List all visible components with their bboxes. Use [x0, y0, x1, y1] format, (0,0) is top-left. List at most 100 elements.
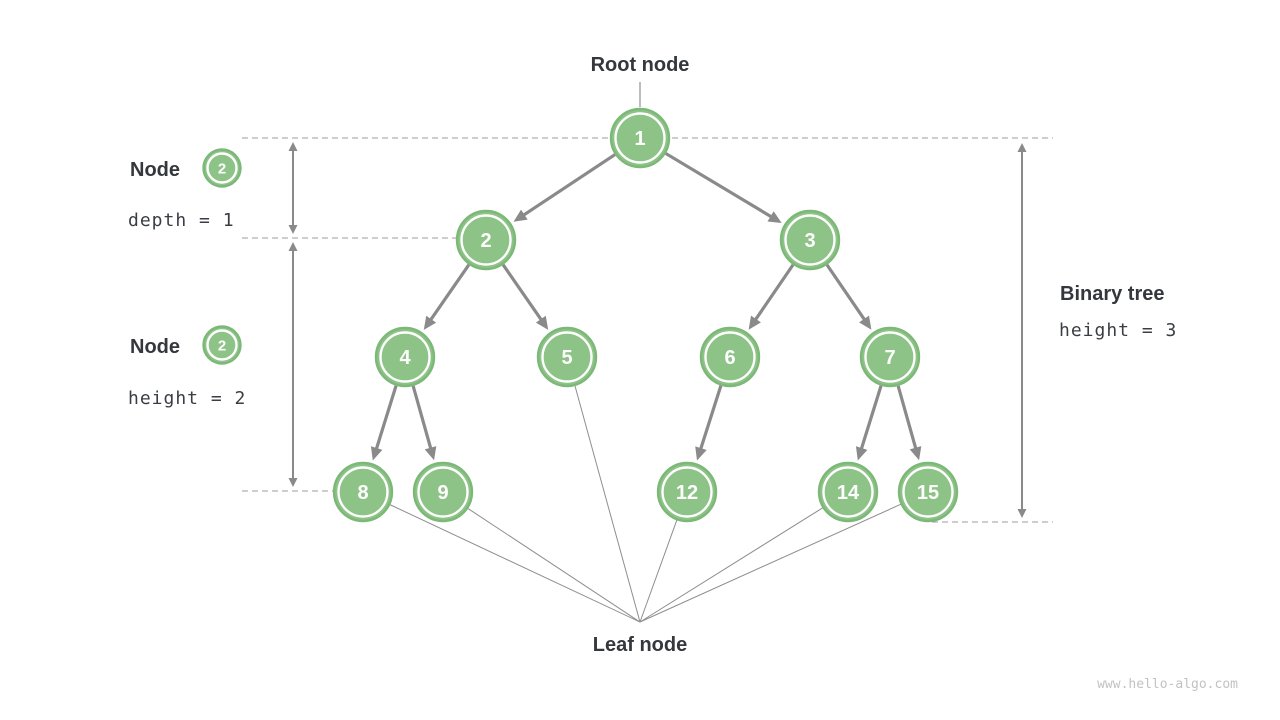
tree-node-7: 7 [859, 326, 921, 388]
node-value: 1 [634, 128, 645, 150]
legend-depth-value: depth = 1 [128, 210, 235, 231]
node-circle [897, 461, 959, 523]
leaf-line-12 [639, 520, 678, 623]
tree-height-value: height = 3 [1059, 320, 1177, 341]
legend-node-depth: Node 2 depth = 1 [128, 148, 242, 231]
legend-height-node-badge: 2 [202, 325, 242, 365]
tree-edge-2-5 [501, 263, 545, 324]
node-value: 3 [804, 230, 815, 252]
leaf-line-15 [639, 503, 901, 623]
node-circle [332, 461, 394, 523]
leaf-line-8 [389, 504, 641, 623]
badge-value: 2 [218, 338, 226, 355]
node-circle [412, 461, 474, 523]
tree-edge-1-2 [520, 153, 616, 219]
tree-node-12: 12 [656, 461, 718, 523]
node-ring [864, 331, 916, 383]
node-value: 8 [357, 482, 368, 504]
tree-node-2: 2 [455, 209, 517, 271]
node-ring [661, 466, 713, 518]
badge-circle [202, 148, 242, 188]
node-value: 4 [399, 347, 411, 369]
node-value: 7 [884, 347, 895, 369]
node-value: 15 [917, 482, 939, 504]
tree-edge-1-3 [664, 152, 775, 220]
node-circle [455, 209, 517, 271]
tree-edge-4-9 [411, 385, 434, 453]
leaf-pointer-lines-layer [389, 385, 901, 623]
node-ring [902, 466, 954, 518]
leaf-line-5 [574, 385, 641, 623]
legend-height-value: height = 2 [128, 388, 246, 409]
tree-edge-arrowhead-2-4 [423, 315, 437, 330]
node-circle [609, 107, 671, 169]
legend-depth-title: Node [130, 159, 180, 181]
root-node-label: Root node [591, 54, 690, 76]
tree-edge-3-6 [752, 263, 795, 324]
tree-node-6: 6 [699, 326, 761, 388]
node-ring [379, 331, 431, 383]
tree-edge-3-7 [825, 263, 868, 324]
watermark: www.hello-algo.com [1097, 677, 1238, 692]
badge-ring [206, 152, 238, 184]
tree-edge-2-4 [427, 263, 471, 324]
node-value: 14 [837, 482, 860, 504]
leaf-node-label: Leaf node [593, 634, 687, 656]
node-circle [536, 326, 598, 388]
node-ring [337, 466, 389, 518]
leaf-line-9 [467, 508, 641, 623]
tree-edges-layer [370, 152, 922, 461]
tree-edge-7-15 [896, 385, 919, 453]
node-value: 5 [561, 347, 572, 369]
tree-edge-4-8 [373, 385, 398, 453]
node-circle [699, 326, 761, 388]
tree-edge-arrowhead-4-9 [424, 446, 437, 461]
measure-arrowhead-top-0 [288, 142, 298, 151]
legend-depth-node-badge: 2 [202, 148, 242, 188]
node-value: 12 [676, 482, 698, 504]
measure-arrowhead-bottom-1 [288, 478, 298, 487]
tree-edge-arrowhead-3-6 [748, 315, 761, 330]
tree-edge-6-12 [698, 385, 723, 453]
node-ring [614, 112, 666, 164]
badge-ring [206, 329, 238, 361]
node-ring [784, 214, 836, 266]
tree-node-4: 4 [374, 326, 436, 388]
tree-node-8: 8 [332, 461, 394, 523]
tree-edge-arrowhead-7-14 [855, 446, 868, 461]
legend-binary-tree: Binary tree height = 3 [1059, 283, 1177, 341]
tree-node-9: 9 [412, 461, 474, 523]
tree-edge-arrowhead-4-8 [370, 446, 383, 461]
measure-arrowhead-bottom-2 [1017, 509, 1027, 518]
tree-edge-arrowhead-7-15 [909, 446, 922, 461]
node-ring [460, 214, 512, 266]
node-ring [417, 466, 469, 518]
node-circle [656, 461, 718, 523]
node-ring [822, 466, 874, 518]
node-circle [779, 209, 841, 271]
tree-node-14: 14 [817, 461, 879, 523]
tree-edge-arrowhead-2-5 [535, 315, 549, 330]
node-circle [374, 326, 436, 388]
measure-arrowhead-bottom-0 [288, 225, 298, 234]
tree-node-3: 3 [779, 209, 841, 271]
measure-arrows-layer [288, 142, 1027, 518]
node-value: 2 [480, 230, 491, 252]
tree-edge-7-14 [858, 385, 883, 453]
node-value: 9 [437, 482, 448, 504]
tree-edge-arrowhead-1-3 [767, 211, 782, 224]
tree-edge-arrowhead-6-12 [695, 446, 707, 461]
leaf-line-14 [639, 507, 823, 623]
node-value: 6 [724, 347, 735, 369]
tree-node-15: 15 [897, 461, 959, 523]
legend-node-height: Node 2 height = 2 [128, 325, 246, 409]
badge-value: 2 [218, 161, 226, 178]
node-ring [541, 331, 593, 383]
tree-title: Binary tree [1060, 283, 1165, 305]
node-ring [704, 331, 756, 383]
badge-circle [202, 325, 242, 365]
node-circle [817, 461, 879, 523]
